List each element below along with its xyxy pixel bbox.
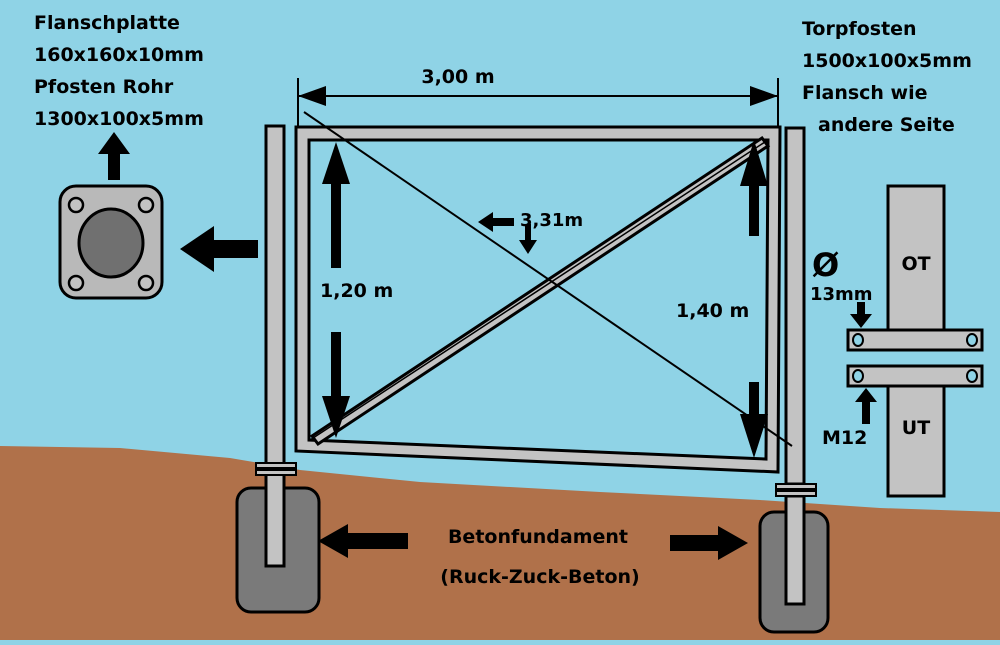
left-spec-line-2: 160x160x10mm <box>34 44 204 66</box>
lower-flange-bolt-left <box>852 369 864 383</box>
upper-flange-bolt-right <box>966 333 978 347</box>
flange-bolt-hole-tr <box>137 196 155 214</box>
left-post <box>264 124 286 468</box>
left-flange-bottom <box>255 469 297 476</box>
left-spec-line-3: Pfosten Rohr <box>34 76 174 98</box>
foundation-title: Betonfundament <box>448 526 628 548</box>
width-arrow-right <box>750 86 778 106</box>
left-post-footing <box>264 472 286 568</box>
gate-frame <box>294 125 782 474</box>
diagonal-pointer-arrow <box>478 212 514 232</box>
diameter-label: 13mm <box>810 284 873 305</box>
left-spec-line-1: Flanschplatte <box>34 12 180 34</box>
foundation-arrow-left <box>318 524 408 558</box>
foundation-subtitle: (Ruck-Zuck-Beton) <box>440 566 639 588</box>
diagonal-label: 3,31m <box>520 210 583 231</box>
ot-post <box>886 184 946 332</box>
flange-bolt-hole-tl <box>67 196 85 214</box>
flange-up-arrow <box>98 132 130 180</box>
left-spec-line-4: 1300x100x5mm <box>34 108 204 130</box>
upper-flange <box>846 328 984 352</box>
foundation-arrow-right <box>670 526 748 560</box>
ut-label: UT <box>902 417 930 439</box>
right-flange-top <box>775 483 817 490</box>
bolt-label: M12 <box>822 427 867 449</box>
ut-post <box>886 382 946 498</box>
diameter-arrow-down <box>850 302 872 328</box>
upper-flange-bolt-left <box>852 333 864 347</box>
measure-diagonal-second <box>309 139 769 441</box>
right-spec-line-2: 1500x100x5mm <box>802 50 972 72</box>
ot-label: OT <box>901 253 930 275</box>
flange-bolt-hole-br <box>137 274 155 292</box>
height-left-arrow-up <box>322 142 350 268</box>
diameter-symbol: Ø <box>812 246 839 284</box>
right-post-footing <box>784 494 806 606</box>
height-right-arrow-up <box>740 140 768 236</box>
right-flange-bottom <box>775 490 817 497</box>
bolt-arrow-up <box>855 388 877 424</box>
right-spec-line-1: Torpfosten <box>802 18 917 40</box>
height-right-arrow-down <box>740 382 768 458</box>
right-spec-line-4: andere Seite <box>818 114 955 136</box>
right-spec-line-3: Flansch wie <box>802 82 928 104</box>
flange-bolt-hole-bl <box>67 274 85 292</box>
measure-diagonal-main <box>303 111 793 447</box>
width-arrow-left <box>298 86 326 106</box>
height-left-label: 1,20 m <box>320 280 393 302</box>
width-label: 3,00 m <box>421 66 494 88</box>
right-post <box>784 126 806 486</box>
lower-flange-bolt-right <box>966 369 978 383</box>
diagonal-pointer-down-arrow <box>519 224 537 254</box>
lower-flange <box>846 364 984 388</box>
left-flange-top <box>255 462 297 469</box>
height-left-arrow-down <box>322 332 350 438</box>
flange-left-arrow <box>180 226 258 272</box>
height-right-label: 1,40 m <box>676 300 749 322</box>
flange-pipe-icon <box>77 207 145 279</box>
